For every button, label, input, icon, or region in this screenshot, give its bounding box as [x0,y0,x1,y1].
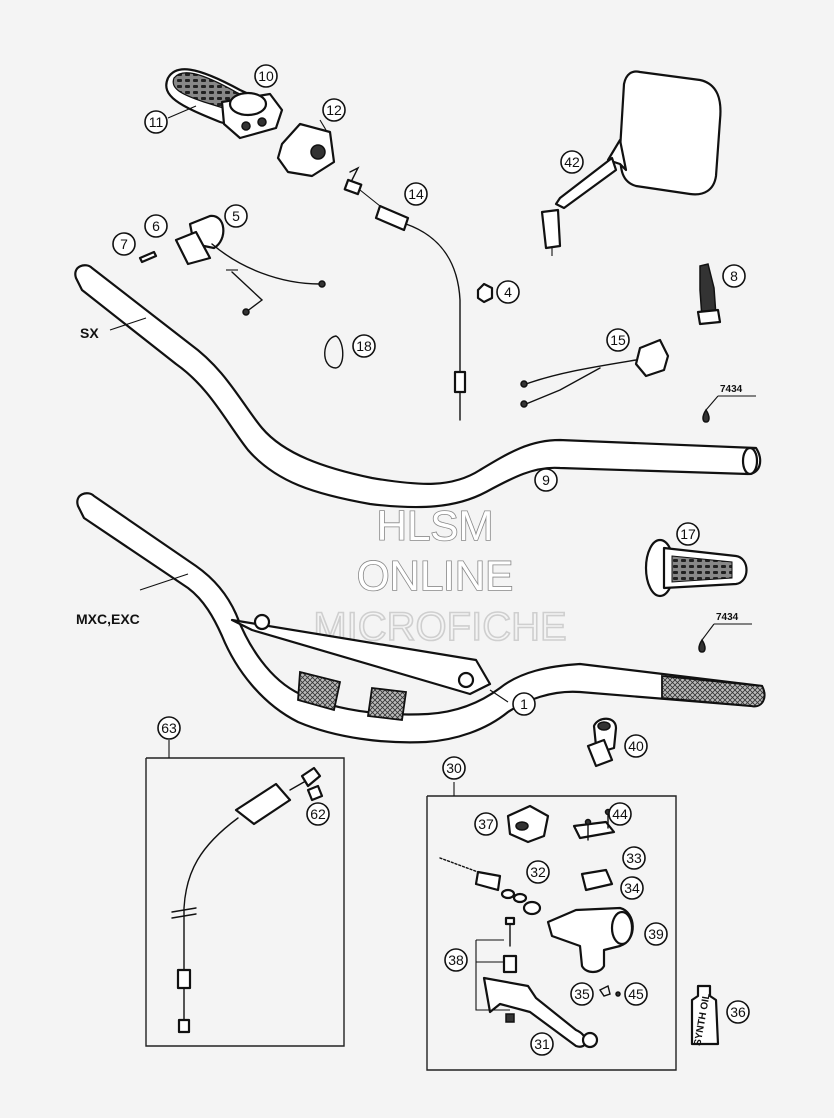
svg-text:32: 32 [530,864,546,880]
mirror [540,70,722,256]
svg-text:40: 40 [628,738,644,754]
svg-text:36: 36 [730,1004,746,1020]
svg-text:33: 33 [626,850,642,866]
svg-text:45: 45 [628,986,644,1002]
callout-34: 34 [620,876,644,900]
kill-switch-assembly [138,214,326,316]
svg-text:30: 30 [446,760,462,776]
svg-text:4: 4 [504,284,512,300]
callouts: 10 11 12 14 42 5 6 7 8 4 18 15 9 17 1 63… [112,64,750,1056]
sealant-marks [698,395,756,653]
watermark-line2: ONLINE [357,552,513,599]
handlebar-mxc-exc [76,492,766,744]
svg-text:35: 35 [574,986,590,1002]
callout-62: 62 [306,802,330,826]
label-sealant-lower: 7434 [716,612,739,623]
callout-30: 30 [442,756,466,780]
callout-40: 40 [624,734,648,758]
svg-text:63: 63 [161,720,177,736]
svg-text:37: 37 [478,816,494,832]
watermark-line1: HLSM [377,502,494,549]
svg-text:62: 62 [310,806,326,822]
callout-14: 14 [404,182,428,206]
throttle-grip-assembly [165,68,284,140]
svg-text:9: 9 [542,472,550,488]
label-sx: SX [80,325,99,341]
cable-nut [476,282,494,304]
svg-text:42: 42 [564,154,580,170]
svg-text:14: 14 [408,186,424,202]
throttle-cover [276,119,336,178]
callout-45: 45 [624,982,648,1006]
svg-text:44: 44 [612,806,628,822]
svg-text:39: 39 [648,926,664,942]
callout-10: 10 [254,64,278,88]
oil-bottle: SYNTH OIL [690,984,720,1047]
sealant-tube [696,263,722,326]
callout-33: 33 [622,846,646,870]
hot-start-switch [520,338,670,408]
label-sealant-upper: 7434 [720,384,743,395]
callout-4: 4 [496,280,520,304]
cable-tie [324,335,344,369]
callout-17: 17 [676,522,700,546]
svg-text:11: 11 [149,114,164,130]
handlebar-grip [644,538,748,598]
svg-text:34: 34 [624,880,640,896]
callout-1: 1 [512,692,536,716]
svg-text:15: 15 [610,332,626,348]
callout-44: 44 [608,802,632,826]
callout-8: 8 [722,264,746,288]
callout-36: 36 [726,1000,750,1024]
callout-15: 15 [606,328,630,352]
callout-12: 12 [322,98,346,122]
callout-37: 37 [474,812,498,836]
svg-text:12: 12 [326,102,342,118]
callout-5: 5 [224,204,248,228]
svg-text:17: 17 [680,526,696,542]
svg-text:10: 10 [258,68,274,84]
callout-7: 7 [112,232,136,256]
watermark: HLSM ONLINE MICROFICHE [313,501,568,650]
callout-42: 42 [560,150,584,174]
callout-6: 6 [144,214,168,238]
svg-text:18: 18 [356,338,372,354]
callout-63: 63 [157,716,181,740]
callout-32: 32 [526,860,550,884]
callout-31: 31 [530,1032,554,1056]
label-mxc-exc: MXC,EXC [76,611,140,627]
svg-text:7: 7 [120,236,128,252]
callout-39: 39 [644,922,668,946]
throttle-cable [343,166,467,421]
callout-18: 18 [352,334,376,358]
callout-9: 9 [534,468,558,492]
svg-text:1: 1 [520,696,528,712]
svg-text:31: 31 [534,1036,550,1052]
svg-text:6: 6 [152,218,160,234]
handlebar-sx [74,264,762,509]
callout-35: 35 [570,982,594,1006]
clutch-master-cylinder-box [426,782,677,1071]
callout-11: 11 [144,110,168,134]
svg-text:38: 38 [448,952,464,968]
clutch-cable-box [145,740,345,1047]
svg-text:5: 5 [232,208,240,224]
svg-text:8: 8 [730,268,738,284]
callout-38: 38 [444,948,468,972]
handlebar-clamp [586,717,618,768]
